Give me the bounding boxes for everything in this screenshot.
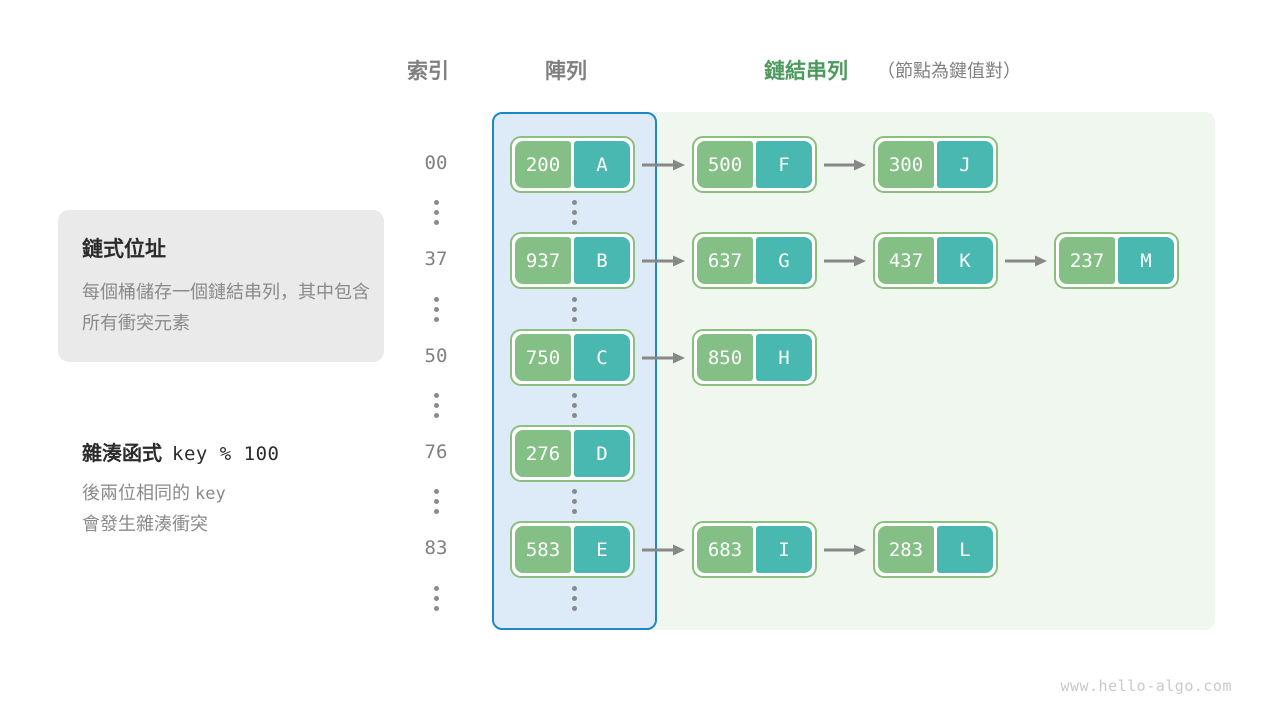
index-ellipsis-2: [429, 297, 443, 322]
hash-desc-line2: 會發生雜湊衝突: [82, 514, 208, 534]
node-key: 300: [878, 141, 934, 188]
node-value: B: [574, 237, 630, 284]
node-value: E: [574, 526, 630, 573]
node-value: J: [937, 141, 993, 188]
node-key: 283: [878, 526, 934, 573]
node-key: 937: [515, 237, 571, 284]
next-pointer-arrow: [1005, 255, 1047, 267]
index-label-37: 37: [424, 248, 448, 270]
index-label-83: 83: [424, 537, 448, 559]
index-label-00: 00: [424, 152, 448, 174]
next-pointer-arrow: [642, 159, 685, 171]
node-value: K: [937, 237, 993, 284]
next-pointer-arrow: [824, 255, 866, 267]
column-header-index: 索引: [407, 60, 449, 83]
node-value: M: [1118, 237, 1174, 284]
index-label-76: 76: [424, 441, 448, 463]
hash-function-label: 雜湊函式: [82, 443, 162, 465]
node-key: 637: [697, 237, 753, 284]
index-ellipsis-5: [429, 586, 443, 611]
next-pointer-arrow: [642, 255, 685, 267]
next-pointer-arrow: [824, 159, 866, 171]
hash-desc-line1: 後兩位相同的: [82, 483, 190, 503]
node-key: 276: [515, 430, 571, 477]
node-value: F: [756, 141, 812, 188]
hash-function-line: 雜湊函式 key % 100: [82, 437, 279, 466]
node-key: 750: [515, 334, 571, 381]
node-value: L: [937, 526, 993, 573]
array-ellipsis-1: [567, 200, 581, 225]
array-ellipsis-5: [567, 586, 581, 611]
index-ellipsis-1: [429, 200, 443, 225]
hash-function-expression: key % 100: [172, 443, 280, 465]
node-key: 200: [515, 141, 571, 188]
node-key: 437: [878, 237, 934, 284]
node-key: 500: [697, 141, 753, 188]
array-ellipsis-2: [567, 297, 581, 322]
watermark: www.hello-algo.com: [1060, 677, 1232, 695]
node-value: H: [756, 334, 812, 381]
index-label-50: 50: [424, 345, 448, 367]
hash-function-description: 後兩位相同的 key 會發生雜湊衝突: [82, 478, 382, 539]
info-card: [58, 210, 384, 362]
info-card-title: 鏈式位址: [82, 238, 166, 261]
next-pointer-arrow: [642, 352, 685, 364]
index-ellipsis-3: [429, 393, 443, 418]
node-value: G: [756, 237, 812, 284]
next-pointer-arrow: [642, 544, 685, 556]
hash-desc-key: key: [195, 484, 226, 504]
node-value: I: [756, 526, 812, 573]
node-key: 583: [515, 526, 571, 573]
node-key: 237: [1059, 237, 1115, 284]
node-value: C: [574, 334, 630, 381]
next-pointer-arrow: [824, 544, 866, 556]
node-value: D: [574, 430, 630, 477]
node-key: 683: [697, 526, 753, 573]
info-card-body: 每個桶儲存一個鏈結串列，其中包含所有衝突元素: [82, 282, 370, 333]
node-key: 850: [697, 334, 753, 381]
column-header-linked-list-note: （節點為鍵值對）: [877, 61, 1021, 81]
column-header-linked-list: 鏈結串列: [764, 60, 848, 83]
array-ellipsis-3: [567, 393, 581, 418]
column-header-array: 陣列: [545, 60, 587, 83]
index-ellipsis-4: [429, 489, 443, 514]
array-ellipsis-4: [567, 489, 581, 514]
node-value: A: [574, 141, 630, 188]
